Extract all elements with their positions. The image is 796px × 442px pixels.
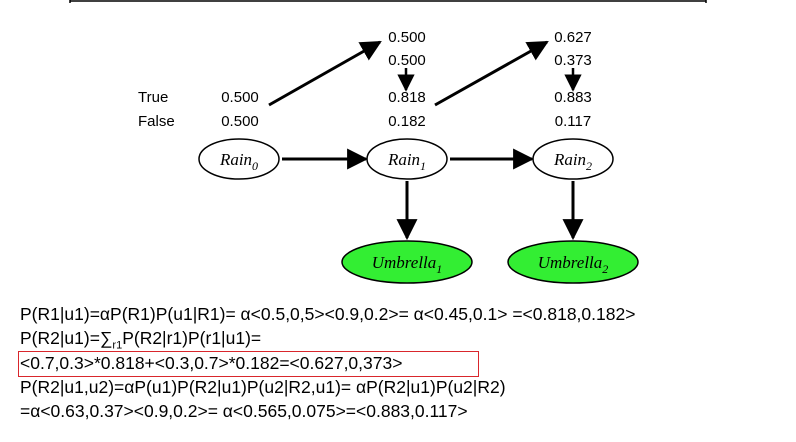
equation-line-2: P(R2|u1)=∑r1P(R2|r1)P(r1|u1)=: [20, 328, 262, 352]
predict-arrow-1-2: [434, 40, 549, 107]
true-label: True: [138, 89, 169, 106]
rain1-false-prob: 0.182: [388, 113, 426, 130]
equation-line-4: P(R2|u1,u2)=αP(u1)P(R2|u1)P(u2|R2,u1)= α…: [20, 377, 506, 397]
rain2-false-prob: 0.117: [554, 113, 592, 130]
umbrella2-label: Umbrella2: [538, 253, 609, 276]
highlight-box: [18, 351, 479, 377]
umbrella2-node: [507, 240, 639, 284]
rain2-label: Rain2: [553, 150, 592, 173]
rain0-false-prob: 0.500: [221, 113, 259, 130]
rain1-true-prob: 0.818: [388, 89, 426, 106]
rain0-node: [198, 138, 280, 180]
rain1-label: Rain1: [387, 150, 426, 173]
equation-line-1: P(R1|u1)=αP(R1)P(u1|R1)= α<0.5,0,5><0.9,…: [20, 304, 636, 324]
equation-line-5: =α<0.63,0.37><0.9,0.2>= α<0.565,0.075>=<…: [20, 401, 468, 421]
equation-line-3: <0.7,0.3>*0.818+<0.3,0.7>*0.182=<0.627,0…: [20, 353, 403, 373]
rain1-node: [366, 138, 448, 180]
rain2-node: [532, 138, 614, 180]
predicted1-false-prob: 0.500: [388, 52, 426, 69]
umbrella1-label: Umbrella1: [372, 253, 443, 276]
umbrella1-node: [341, 240, 473, 284]
rain0-true-prob: 0.500: [221, 89, 259, 106]
predicted2-true-prob: 0.627: [554, 29, 592, 46]
false-label: False: [138, 113, 175, 130]
predicted2-false-prob: 0.373: [554, 52, 592, 69]
predict-arrow-0-1: [268, 40, 382, 107]
rain2-true-prob: 0.883: [554, 89, 592, 106]
predicted1-true-prob: 0.500: [388, 29, 426, 46]
rain0-label: Rain0: [219, 150, 258, 173]
